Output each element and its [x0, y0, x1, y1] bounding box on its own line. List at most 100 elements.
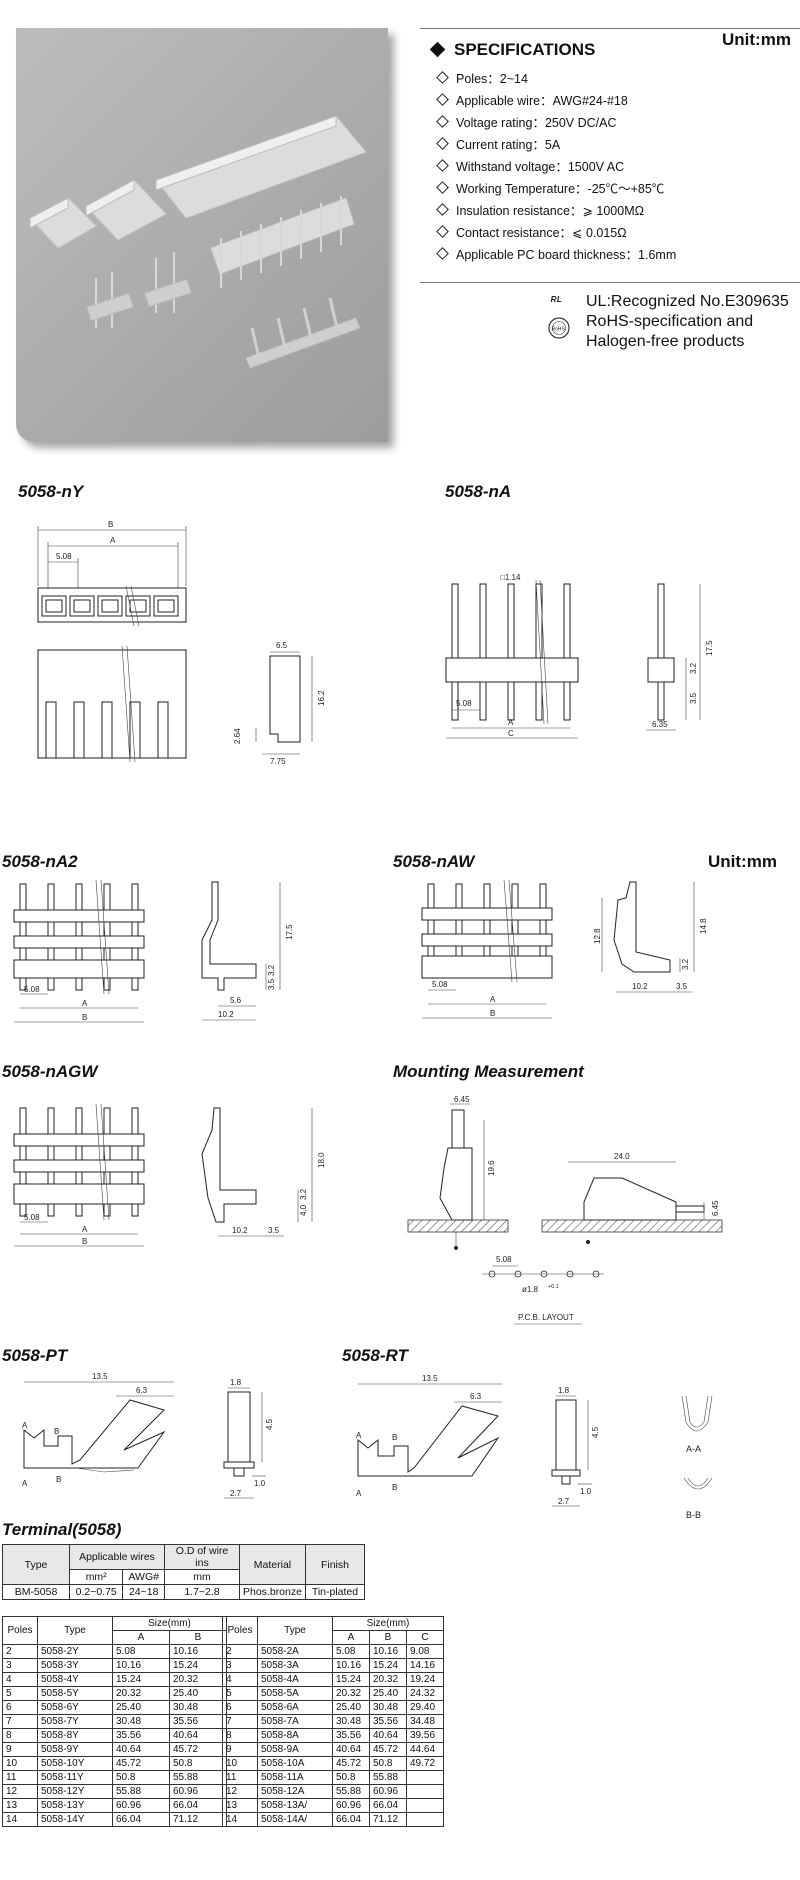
- table-cell: [406, 1798, 444, 1813]
- table-cell: 5058-11A: [257, 1770, 333, 1785]
- table-cell: 5058-10Y: [37, 1756, 113, 1771]
- svg-text:B: B: [392, 1483, 397, 1492]
- table-cell: 14: [222, 1812, 258, 1827]
- svg-text:2.7: 2.7: [230, 1489, 242, 1498]
- table-cell: 45.72: [112, 1756, 170, 1771]
- table-cell: 10: [222, 1756, 258, 1771]
- th-c: C: [406, 1630, 444, 1645]
- diamond-outline-icon: [436, 137, 449, 150]
- svg-text:B: B: [108, 520, 113, 529]
- table-cell: 5058-3Y: [37, 1658, 113, 1673]
- table-cell: 5058-8Y: [37, 1728, 113, 1743]
- table-cell: 5058-2A: [257, 1644, 333, 1659]
- rohs-seal-icon: [548, 317, 570, 339]
- svg-text:A: A: [508, 718, 514, 727]
- svg-text:1.0: 1.0: [580, 1487, 592, 1496]
- drawing-RT: 13.5 6.3 AA BB 1.8 4.5 1.0 2.7 A-A B-B: [356, 1374, 713, 1520]
- svg-text:7.75: 7.75: [270, 757, 286, 766]
- table-cell: 39.56: [406, 1728, 444, 1743]
- table-cell: 2: [2, 1644, 38, 1659]
- table-cell: 25.40: [369, 1686, 407, 1701]
- table-cell: 30.48: [332, 1714, 370, 1729]
- table-cell: 5058-11Y: [37, 1770, 113, 1785]
- table-cell: 45.72: [332, 1756, 370, 1771]
- table-cell: 12: [222, 1784, 258, 1799]
- table-cell: 11: [222, 1770, 258, 1785]
- th-b: B: [369, 1630, 407, 1645]
- table-cell: 25.40: [332, 1700, 370, 1715]
- drawing-nA2: 5.08 A B 17.5 3.2 3.5 5.6 10.2: [13, 879, 294, 1023]
- th-wires: Applicable wires: [69, 1544, 165, 1570]
- unit-label-mid: Unit:mm: [708, 852, 777, 871]
- table-cell: 30.48: [369, 1700, 407, 1715]
- th-size: Size(mm): [112, 1616, 227, 1631]
- svg-text:6.35: 6.35: [652, 720, 668, 729]
- section-title-nAGW: 5058-nAGW: [2, 1062, 98, 1081]
- svg-text:3.5: 3.5: [268, 1226, 280, 1235]
- table-cell: 40.64: [112, 1742, 170, 1757]
- svg-text:A: A: [490, 995, 496, 1004]
- svg-text:A: A: [22, 1479, 28, 1488]
- rohs-text-1: RoHS-specification and: [586, 313, 754, 330]
- svg-text:□1.14: □1.14: [500, 573, 521, 582]
- table-cell: 10.16: [332, 1658, 370, 1673]
- table-cell: 5058-6A: [257, 1700, 333, 1715]
- ul-logo-icon: ᴿᴸ: [550, 294, 561, 308]
- diamond-outline-icon: [436, 181, 449, 194]
- svg-text:19.6: 19.6: [487, 1160, 496, 1176]
- svg-text:A: A: [110, 536, 116, 545]
- svg-text:12.8: 12.8: [593, 928, 602, 944]
- svg-text:6.45: 6.45: [711, 1200, 720, 1216]
- table-cell: 5058-12Y: [37, 1784, 113, 1799]
- table-cell: 14.16: [406, 1658, 444, 1673]
- section-title-RT: 5058-RT: [342, 1346, 408, 1365]
- spec-title: SPECIFICATIONS: [454, 40, 596, 59]
- svg-text:3.2: 3.2: [681, 958, 690, 970]
- svg-text:24.0: 24.0: [614, 1152, 630, 1161]
- svg-text:6.5: 6.5: [276, 641, 288, 650]
- table-cell: 66.04: [369, 1798, 407, 1813]
- table-cell: 5.08: [332, 1644, 370, 1659]
- svg-text:6.45: 6.45: [454, 1095, 470, 1104]
- table-cell: 55.88: [169, 1770, 227, 1785]
- table-cell: 3: [2, 1658, 38, 1673]
- svg-text:4.5: 4.5: [591, 1426, 600, 1438]
- svg-text:A: A: [82, 1225, 88, 1234]
- svg-text:3.5: 3.5: [267, 978, 276, 990]
- svg-text:3.2: 3.2: [299, 1188, 308, 1200]
- table-cell: 50.8: [169, 1756, 227, 1771]
- table-cell: 50.8: [112, 1770, 170, 1785]
- table-cell: 25.40: [169, 1686, 227, 1701]
- svg-text:5.08: 5.08: [456, 699, 472, 708]
- table-cell: 13: [222, 1798, 258, 1813]
- svg-text:16.2: 16.2: [317, 690, 326, 706]
- table-cell: 5058-14A/: [257, 1812, 333, 1827]
- svg-text:3.5: 3.5: [689, 692, 698, 704]
- svg-text:A-A: A-A: [686, 1444, 701, 1454]
- table-cell: 60.96: [332, 1798, 370, 1813]
- table-cell: 60.96: [169, 1784, 227, 1799]
- diamond-outline-icon: [436, 203, 449, 216]
- spec-item: Voltage rating：250V DC/AC: [436, 112, 617, 131]
- table-cell: 40.64: [169, 1728, 227, 1743]
- table-cell: 7: [2, 1714, 38, 1729]
- terminal-table: Type Applicable wires O.D of wire ins Ma…: [2, 1544, 365, 1600]
- diamond-outline-icon: [436, 115, 449, 128]
- table-cell: 25.40: [112, 1700, 170, 1715]
- table-cell: 11: [2, 1770, 38, 1785]
- spec-item: Working Temperature：-25℃～+85℃: [436, 178, 664, 197]
- table-cell: 15.24: [112, 1672, 170, 1687]
- unit-mm2: mm²: [68, 1569, 124, 1585]
- table-cell: [406, 1770, 444, 1785]
- svg-text:1.8: 1.8: [558, 1386, 570, 1395]
- svg-text:ø1.8: ø1.8: [522, 1285, 539, 1294]
